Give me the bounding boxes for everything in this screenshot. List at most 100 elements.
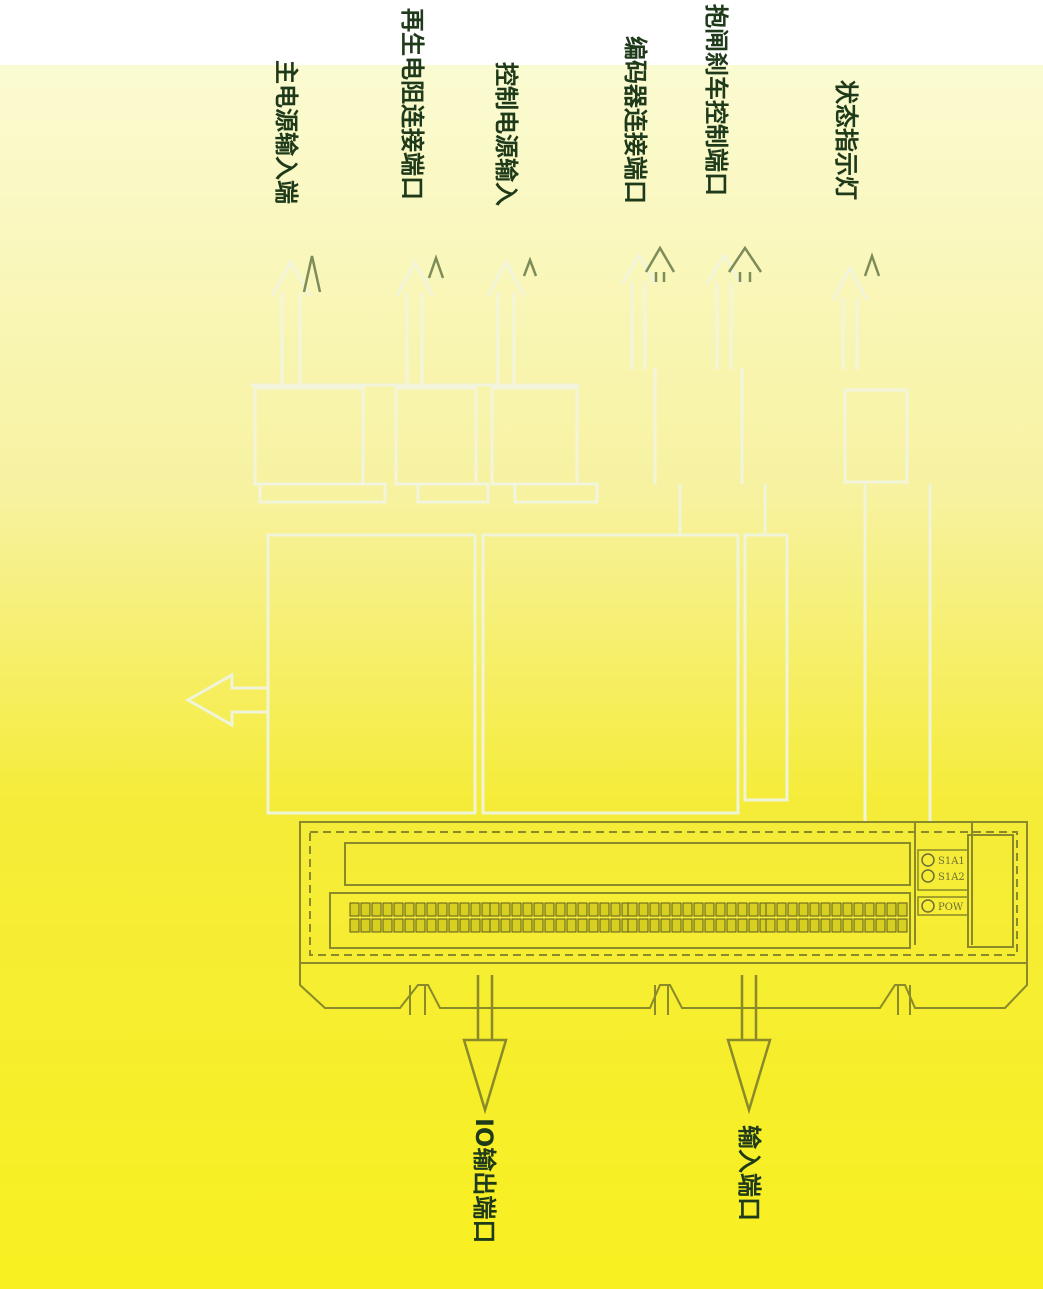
terminal-pin <box>693 902 704 917</box>
brake-arrow <box>705 252 743 370</box>
left-arrow <box>184 672 267 728</box>
terminal-pin <box>809 902 820 917</box>
terminal-pin <box>787 918 798 933</box>
terminal-pin <box>627 918 638 933</box>
pow-led <box>921 899 935 913</box>
indicator-panel: S1A1 S1A2 POW <box>917 849 969 916</box>
terminal-pin <box>660 902 671 917</box>
terminal-pin <box>897 918 908 933</box>
regen-arrow <box>395 258 435 385</box>
status-led-block <box>843 388 909 484</box>
terminal-pin <box>349 902 360 917</box>
encoder-label: 编码器连接端口 <box>621 36 649 204</box>
terminal-pin <box>627 902 638 917</box>
terminal-pin <box>693 918 704 933</box>
terminal-pin <box>588 902 599 917</box>
terminal-pin <box>437 918 448 933</box>
terminal-pin <box>511 902 522 917</box>
terminal-pin <box>660 918 671 933</box>
terminal-pin <box>776 902 787 917</box>
terminal-pin <box>726 918 737 933</box>
terminal-pin <box>511 918 522 933</box>
control-power-arrow <box>486 258 526 385</box>
terminal-pin <box>682 902 693 917</box>
terminal-pin <box>765 918 776 933</box>
terminal-pins <box>349 902 908 933</box>
terminal-pin <box>853 902 864 917</box>
terminal-pin <box>765 902 776 917</box>
terminal-pin <box>787 902 798 917</box>
terminal-pin <box>842 918 853 933</box>
terminal-pin <box>875 902 886 917</box>
terminal-pin <box>577 902 588 917</box>
terminal-pin <box>820 902 831 917</box>
terminal-pin <box>522 918 533 933</box>
terminal-pin <box>426 902 437 917</box>
terminal-pin <box>470 918 481 933</box>
terminal-pin <box>649 902 660 917</box>
io-input-label: 输入端口 <box>735 1125 763 1221</box>
terminal-pin <box>715 902 726 917</box>
terminal-pin <box>544 902 555 917</box>
yellow-panel <box>0 65 1043 1289</box>
terminal-pin <box>448 902 459 917</box>
terminal-pin <box>886 918 897 933</box>
io-output-arrow <box>462 975 508 1115</box>
s1a1-label: S1A1 <box>938 856 965 867</box>
terminal-pin <box>748 918 759 933</box>
terminal-pin <box>500 902 511 917</box>
terminal-pin <box>638 918 649 933</box>
terminal-pin <box>853 918 864 933</box>
terminal-pin <box>886 902 897 917</box>
terminal-pin <box>682 918 693 933</box>
left-module <box>266 533 477 815</box>
terminal-pin <box>638 902 649 917</box>
terminal-pin <box>393 918 404 933</box>
terminal-pin <box>649 918 660 933</box>
terminal-pin <box>555 902 566 917</box>
brake-control-label: 抱闸刹车控制端口 <box>702 4 730 196</box>
terminal-pin <box>404 902 415 917</box>
terminal-pin <box>599 902 610 917</box>
terminal-pin <box>831 918 842 933</box>
terminal-pin <box>798 918 809 933</box>
terminal-pin <box>360 918 371 933</box>
status-arrow <box>831 264 869 370</box>
terminal-pin <box>577 918 588 933</box>
terminal-blocks <box>250 368 909 504</box>
terminal-pin <box>459 902 470 917</box>
terminal-pin <box>371 918 382 933</box>
label-arrow-heads <box>302 245 881 293</box>
down-arrows <box>462 975 772 1115</box>
terminal-pin <box>842 902 853 917</box>
top-labels: 主电源输入端 再生电阻连接端口 控制电源输入 编码器连接端口 抱闸刹车控制端口 … <box>272 4 860 206</box>
terminal-pin <box>671 918 682 933</box>
terminal-pin <box>588 918 599 933</box>
terminal-pin <box>875 918 886 933</box>
terminal-pin <box>737 918 748 933</box>
terminal-pin <box>544 918 555 933</box>
terminal-pin <box>748 902 759 917</box>
terminal-pin <box>382 918 393 933</box>
io-input-arrow <box>726 975 772 1115</box>
terminal-pin <box>349 918 360 933</box>
terminal-pin <box>566 902 577 917</box>
terminal-pin <box>809 918 820 933</box>
terminal-pin <box>776 918 787 933</box>
s1a1-led <box>921 853 935 867</box>
terminal-pin <box>448 918 459 933</box>
terminal-pin <box>864 902 875 917</box>
s1a2-label: S1A2 <box>938 872 965 883</box>
terminal-pin <box>489 918 500 933</box>
terminal-pin <box>470 902 481 917</box>
terminal-pin <box>715 918 726 933</box>
terminal-pin <box>726 902 737 917</box>
terminal-pin <box>500 918 511 933</box>
terminal-pin <box>533 902 544 917</box>
regen-resistor-label: 再生电阻连接端口 <box>398 8 426 200</box>
terminal-pin <box>831 902 842 917</box>
terminal-pin <box>404 918 415 933</box>
terminal-pin <box>415 918 426 933</box>
